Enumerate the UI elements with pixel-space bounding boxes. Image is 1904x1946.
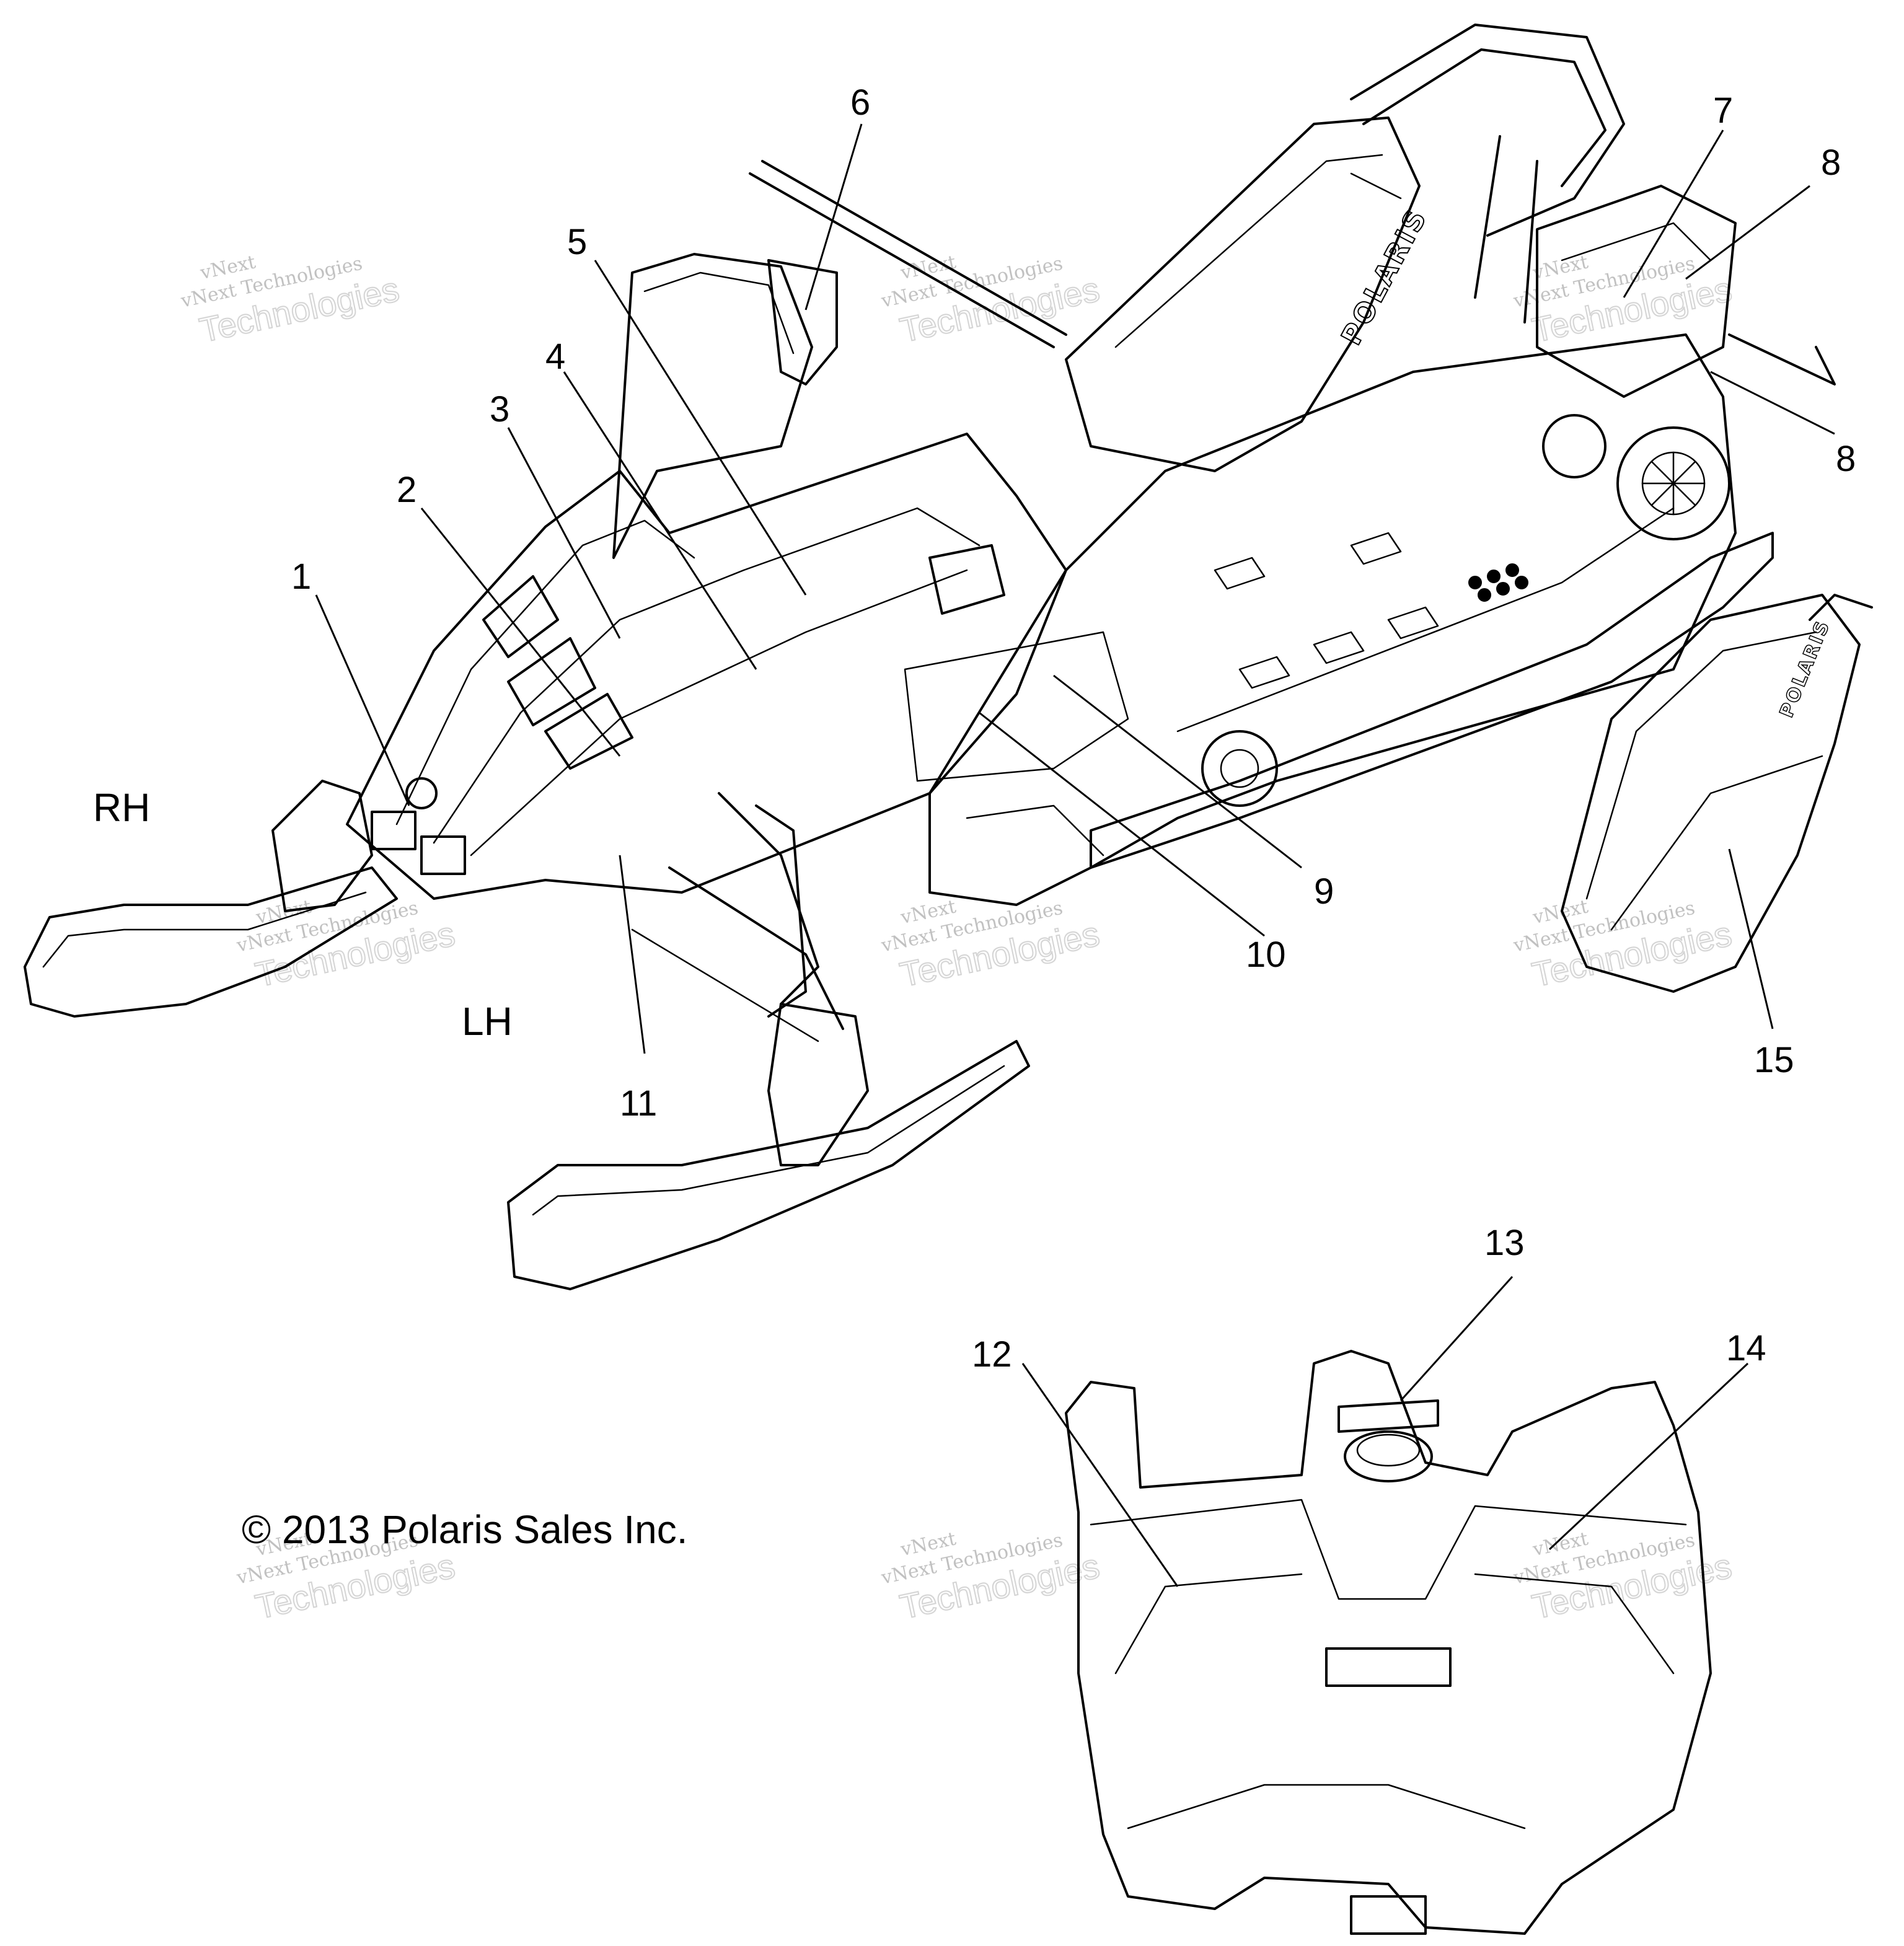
left-hand-label: LH xyxy=(462,999,513,1044)
callout-6: 6 xyxy=(850,82,870,123)
callout-15: 15 xyxy=(1754,1040,1794,1080)
callout-10: 10 xyxy=(1246,935,1286,975)
watermark-group: vNext vNext Technologies Technologies vN… xyxy=(178,251,1735,1627)
callout-5: 5 xyxy=(567,222,587,262)
leader-lines xyxy=(315,123,1835,1587)
headlight-left xyxy=(420,835,466,875)
copyright-notice: © 2013 Polaris Sales Inc. xyxy=(242,1507,688,1552)
callout-9: 9 xyxy=(1314,871,1334,912)
callout-11: 11 xyxy=(620,1083,657,1124)
seat-brand-logo: POLARIS xyxy=(1336,203,1434,350)
right-hand-label: RH xyxy=(93,785,150,830)
watermark: vNext vNext Technologies Technologies xyxy=(879,896,1103,995)
callout-2: 2 xyxy=(397,470,416,510)
rear-body-illustration xyxy=(1065,1350,1712,1935)
callout-1: 1 xyxy=(291,557,311,597)
callout-14: 14 xyxy=(1726,1328,1766,1368)
callout-labels: 1 2 3 4 5 6 7 8 8 9 10 11 12 13 14 15 xyxy=(291,82,1856,1375)
callout-3: 3 xyxy=(490,389,509,429)
callout-4: 4 xyxy=(545,337,565,377)
watermark: vNext vNext Technologies Technologies xyxy=(1511,251,1735,350)
snowmobile-illustration: POLARIS xyxy=(24,24,1836,1290)
watermark: vNext vNext Technologies Technologies xyxy=(178,251,403,350)
callout-13: 13 xyxy=(1484,1223,1525,1263)
callout-8-lower: 8 xyxy=(1836,439,1856,479)
callout-8-upper: 8 xyxy=(1821,143,1841,183)
bag-brand-logo: POLARIS xyxy=(1776,617,1835,721)
callout-7: 7 xyxy=(1713,90,1733,131)
footrest-holes xyxy=(1468,563,1528,602)
callout-12: 12 xyxy=(972,1334,1012,1375)
headlight-right xyxy=(371,811,416,850)
watermark: vNext vNext Technologies Technologies xyxy=(879,1528,1103,1627)
watermark: vNext vNext Technologies Technologies xyxy=(879,251,1103,350)
